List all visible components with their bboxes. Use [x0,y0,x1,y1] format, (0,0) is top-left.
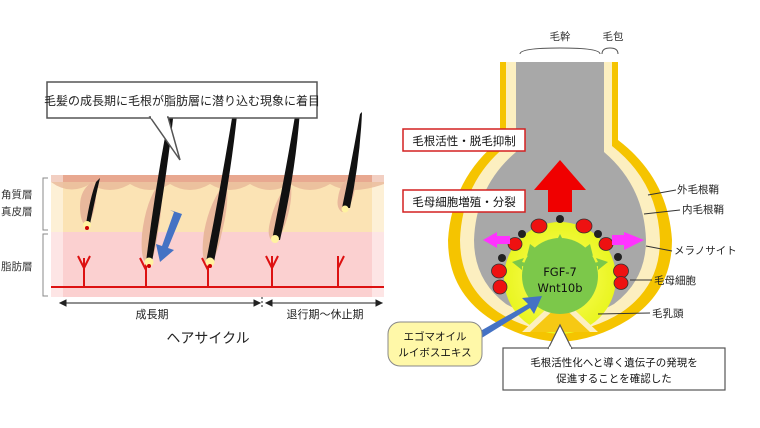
dermis-label: 真皮層 [1,205,33,218]
extract-line2: ルイボスエキス [398,347,471,359]
callout-text: 毛髪の成長期に毛根が脂肪層に潜り込む現象に着目 [44,93,320,108]
box-mid: 毛母細胞増殖・分裂 [402,189,526,213]
hair-5 [342,112,362,208]
callout-box: 毛髪の成長期に毛根が脂肪層に潜り込む現象に着目 [44,81,320,161]
hair-1 [86,178,100,224]
conclusion-line2: 促進することを確認した [556,372,672,385]
phase-regression-label: 退行期〜休止期 [287,308,364,321]
hair-bulbs [83,205,349,268]
outer-sheath-label: 外毛根鞘 [677,183,719,196]
papilla-line1: FGF-7 [543,265,577,279]
layer-brackets [42,177,48,297]
follicle-label: 毛包 [603,30,624,43]
box-top: 毛根活性・脱毛抑制 [402,128,526,152]
melanocyte-label: メラノサイト [674,245,737,257]
hairs [86,100,362,262]
extract-arrow-icon [468,296,542,344]
phase-growth-label: 成長期 [136,308,169,321]
caption: ヘアサイクル [166,331,249,347]
conclusion-box: 毛根活性化へと導く遺伝子の発現を 促進することを確認した [502,323,726,391]
papilla-label: 毛乳頭 [652,307,684,320]
hair-3 [206,105,238,262]
extract-box: エゴマオイル ルイボスエキス [387,321,483,367]
matrix-cell-label: 毛母細胞 [654,274,696,287]
extract-line1: エゴマオイル [404,330,467,343]
box-top-text: 毛根活性・脱毛抑制 [412,134,516,148]
signal-arrows [512,234,608,270]
magenta-left-arrow-icon [483,232,510,248]
corneum-layer [51,175,384,182]
blood-vessels [51,255,384,288]
fat-label: 脂肪層 [1,260,33,273]
top-brackets [519,47,619,55]
hair-4 [272,110,300,240]
down-arrow-icon [156,210,182,262]
up-arrow-icon [534,160,586,212]
phase-axis [58,297,384,309]
conclusion-line1: 毛根活性化へと導く遺伝子の発現を [530,356,697,369]
dermal-papilla [522,238,598,314]
matrix-cells [491,218,629,295]
box-mid-text: 毛母細胞増殖・分裂 [412,195,516,209]
corneum-label: 角質層 [1,188,33,201]
papilla-line2: Wnt10b [537,281,582,295]
shaft-label: 毛幹 [550,30,571,43]
magenta-right-arrow-icon [612,232,644,250]
leader-lines [597,189,681,315]
inner-sheath-label: 内毛根鞘 [682,203,724,216]
melanocytes [498,215,622,262]
